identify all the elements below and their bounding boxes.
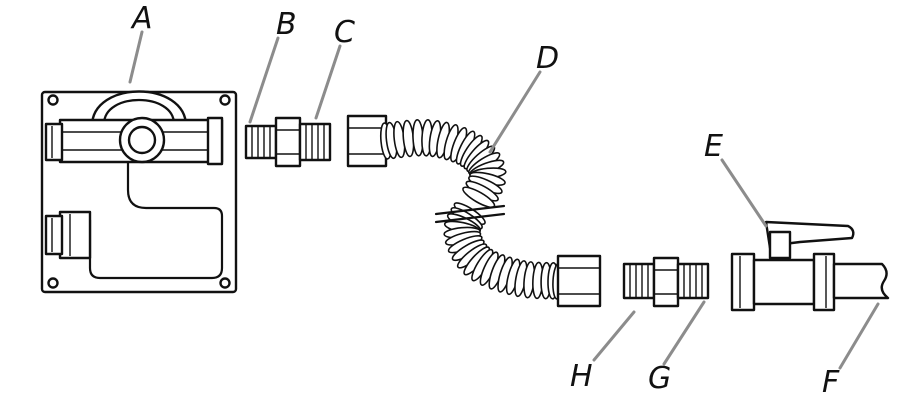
part-labels: A B C D E F G H [130,1,840,400]
part-d-flex-connector [346,114,602,308]
part-h-g-union-fitting [622,256,710,308]
leader-lines [128,30,880,370]
leader-c [314,44,342,120]
leader-a [128,30,144,84]
label-f: F [822,365,840,400]
part-a-mounting-plate [40,90,238,294]
label-d: D [536,41,559,76]
leader-f [838,302,880,370]
label-b: B [276,7,297,42]
corrugated-hose-ribs [379,119,564,300]
leader-g [662,300,706,366]
label-h: H [570,359,593,394]
part-e-f-ball-valve [730,220,890,312]
part-b-c-union-fitting [244,116,332,168]
label-e: E [704,129,723,164]
leader-b [248,36,280,124]
leader-h [592,310,636,362]
leader-e [720,158,768,228]
label-g: G [648,361,671,396]
label-c: C [334,15,355,50]
label-a: A [130,1,153,36]
leader-d [488,70,542,154]
